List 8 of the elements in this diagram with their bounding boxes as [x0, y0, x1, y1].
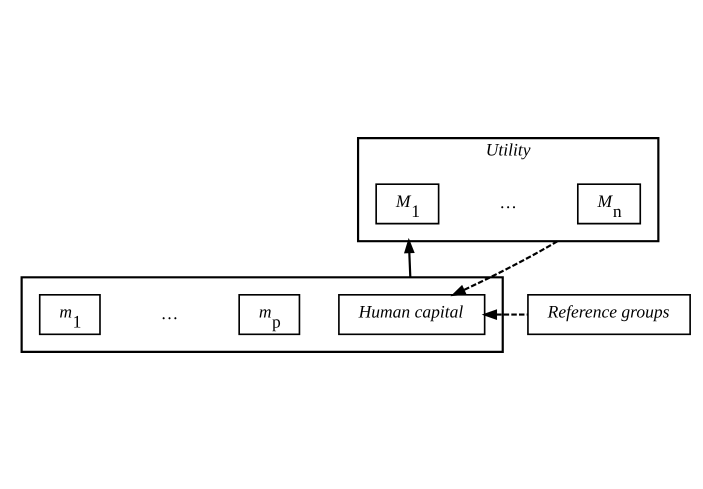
cluster — [20, 276, 504, 352]
node-box: Reference groups — [527, 294, 691, 335]
label: … — [499, 192, 517, 212]
label: … — [160, 302, 178, 322]
arrow — [404, 237, 415, 277]
arrow — [450, 240, 558, 296]
node-box: Human capital — [338, 294, 486, 335]
arrow — [482, 308, 528, 320]
